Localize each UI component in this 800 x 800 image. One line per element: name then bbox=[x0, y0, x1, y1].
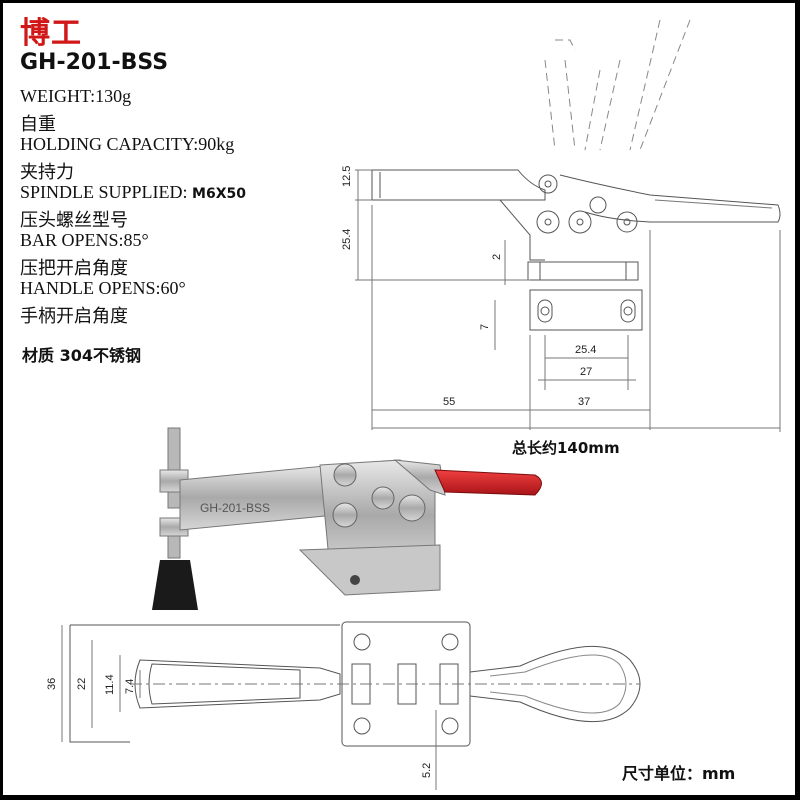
spec-bar-opens: BAR OPENS:85° bbox=[20, 230, 149, 250]
unit-label: 尺寸单位：mm bbox=[622, 764, 736, 783]
dim-side-d3: 2 bbox=[491, 254, 503, 260]
model-number: GH-201-BSS bbox=[20, 50, 169, 75]
brand-title: 博工 bbox=[20, 16, 82, 51]
dim-side-d5: 25.4 bbox=[575, 344, 596, 356]
spec-holding-capacity: HOLDING CAPACITY:90kg bbox=[20, 134, 235, 154]
sheet-frame bbox=[3, 3, 795, 795]
spec-bar-opens-cn: 压把开启角度 bbox=[20, 258, 128, 278]
dim-side-d1: 12.5 bbox=[341, 166, 353, 187]
dim-side-d8: 37 bbox=[578, 396, 590, 408]
dim-top-d2: 22 bbox=[76, 678, 88, 690]
spec-weight-cn: 自重 bbox=[20, 114, 56, 134]
spec-spindle-cn: 压头螺丝型号 bbox=[20, 210, 128, 230]
spec-spindle-value: M6X50 bbox=[192, 186, 246, 202]
bar-engraving: GH-201-BSS bbox=[200, 501, 270, 515]
spec-handle-opens: HANDLE OPENS:60° bbox=[20, 278, 186, 298]
spec-holding-capacity-cn: 夹持力 bbox=[20, 162, 74, 182]
dim-top-d3: 11.4 bbox=[104, 674, 116, 695]
dim-side-d6: 27 bbox=[580, 366, 592, 378]
dim-side-d7: 55 bbox=[443, 396, 455, 408]
spec-handle-opens-cn: 手柄开启角度 bbox=[20, 306, 128, 326]
total-length-label: 总长约140mm bbox=[512, 439, 620, 457]
spec-spindle: SPINDLE SUPPLIED: M6X50 bbox=[20, 182, 246, 202]
dim-top-d1: 36 bbox=[46, 678, 58, 690]
material-label: 材质 304不锈钢 bbox=[22, 346, 141, 365]
product-illustration: GH-201-BSS bbox=[152, 427, 542, 610]
dim-side-d4: 7 bbox=[479, 324, 491, 330]
dim-top-d5: 5.2 bbox=[421, 763, 433, 778]
spec-weight: WEIGHT:130g bbox=[20, 86, 132, 106]
dim-side-d2: 25.4 bbox=[341, 229, 353, 250]
dim-top-d4: 7.4 bbox=[124, 679, 136, 694]
